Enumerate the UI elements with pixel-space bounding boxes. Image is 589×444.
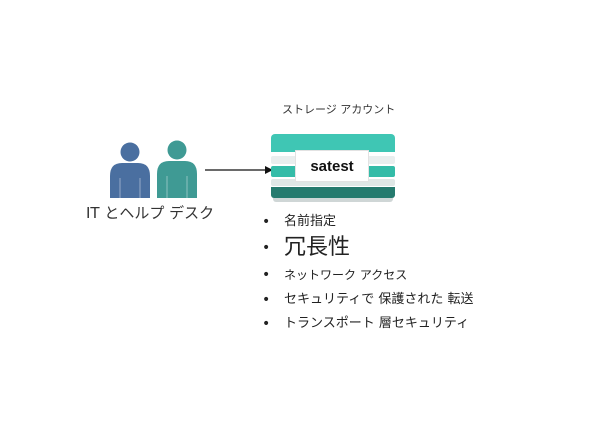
bullet-icon: • [262, 292, 271, 308]
bullet-icon: • [262, 316, 271, 332]
feature-list: • 名前指定 • 冗長性 • ネットワーク アクセス • セキュリティで 保護さ… [258, 210, 474, 336]
bullet-icon: • [262, 214, 271, 230]
feature-label: トランスポート 層セキュリティ [284, 316, 470, 331]
users-icon [108, 138, 200, 200]
feature-item-naming: • 名前指定 [258, 210, 474, 234]
storage-account-title: ストレージ アカウント [282, 103, 396, 116]
feature-item-tls: • トランスポート 層セキュリティ [258, 312, 474, 336]
feature-label: 冗長性 [284, 235, 351, 260]
bullet-icon: • [262, 267, 271, 283]
feature-item-secure-transfer: • セキュリティで 保護された 転送 [258, 288, 474, 312]
arrow-right-icon [205, 164, 273, 176]
bullet-icon: • [262, 240, 271, 256]
feature-item-network-access: • ネットワーク アクセス [258, 262, 474, 288]
storage-account-name: satest [295, 150, 369, 182]
feature-label: 名前指定 [284, 214, 337, 229]
feature-label: ネットワーク アクセス [284, 268, 408, 282]
feature-item-redundancy: • 冗長性 [258, 234, 474, 262]
helpdesk-label: IT とヘルプ デスク [86, 204, 215, 222]
feature-label: セキュリティで 保護された 転送 [284, 292, 474, 307]
